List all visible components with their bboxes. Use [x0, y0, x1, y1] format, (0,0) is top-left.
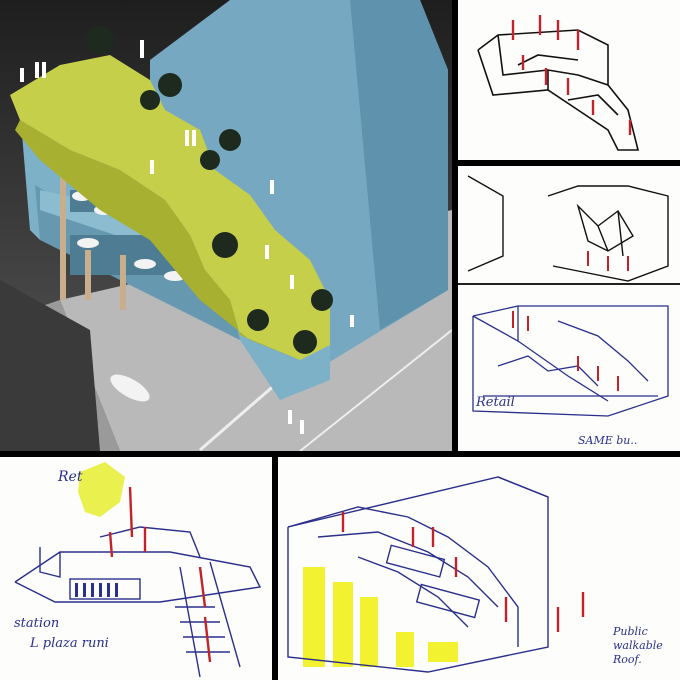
sketch-plaza-drawing: Ret station L plaza runi	[14, 462, 262, 678]
sketch-public-roof-drawing: Public walkable Roof.	[287, 476, 663, 673]
retail-label: Retail	[475, 395, 515, 410]
station-label: station	[14, 616, 59, 631]
sketch-plaza: Ret station L plaza runi	[0, 457, 272, 680]
roof-label: Roof.	[612, 653, 642, 666]
sketch-stair-volume-drawing	[477, 15, 640, 151]
public-label: Public	[612, 625, 648, 638]
sketch-public-roof: Public walkable Roof.	[278, 457, 680, 680]
walkable-label: walkable	[613, 639, 663, 652]
ret-label: Ret	[57, 469, 83, 485]
sketch-plan-and-section: Retail SAME bu..	[458, 166, 680, 451]
model-photo-drawing	[0, 0, 452, 451]
same-building-note: SAME bu..	[578, 434, 637, 447]
sketch-stair-volume	[458, 0, 680, 160]
plaza-label: L plaza runi	[29, 636, 109, 651]
architectural-model-photo	[0, 0, 452, 451]
sketch-plan-section-drawing: Retail SAME bu..	[458, 175, 680, 447]
